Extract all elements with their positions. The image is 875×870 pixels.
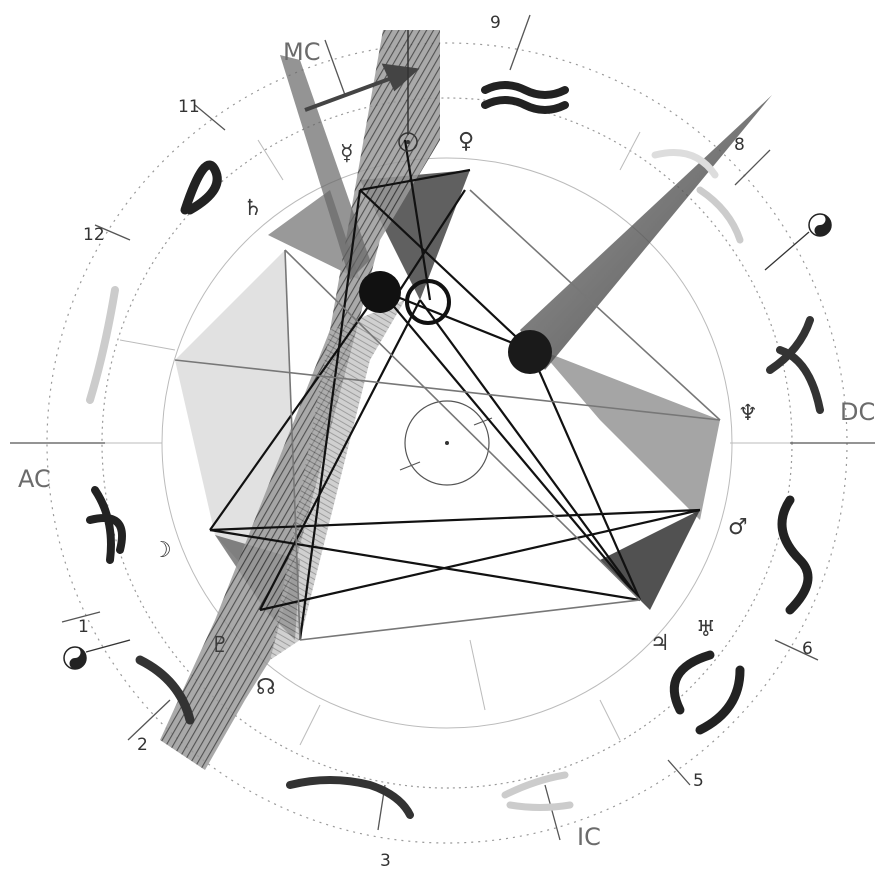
yin-yang-icon-2 bbox=[64, 640, 130, 669]
libra-sign-icon bbox=[140, 660, 190, 720]
capricorn-sign-icon bbox=[185, 165, 217, 210]
sagittarius-sign-icon bbox=[90, 290, 115, 400]
uranus-glyph: ♅ bbox=[696, 617, 716, 642]
house-cusps bbox=[10, 15, 875, 840]
house-number-3: 3 bbox=[380, 851, 391, 870]
ascendant-label: AC bbox=[18, 465, 51, 493]
house-number-2: 2 bbox=[137, 735, 148, 755]
saturn-glyph: ♄ bbox=[243, 196, 263, 221]
house-number-9: 9 bbox=[490, 13, 501, 33]
planet-disc-1 bbox=[359, 271, 401, 313]
venus-glyph: ♀ bbox=[458, 129, 474, 154]
pluto-glyph: ♇ bbox=[210, 633, 230, 658]
neptune-glyph: ♆ bbox=[738, 401, 758, 426]
house-number-6: 6 bbox=[802, 639, 813, 659]
house-number-11: 11 bbox=[178, 97, 200, 117]
leo-sign-icon bbox=[505, 775, 570, 808]
yin-yang-icon bbox=[765, 214, 831, 270]
taurus-sign-icon bbox=[770, 320, 820, 410]
node-glyph: ☊ bbox=[256, 675, 276, 700]
aries-sign-icon bbox=[700, 190, 740, 240]
scorpio-sign-icon bbox=[90, 490, 122, 560]
aquarius-sign-icon bbox=[485, 85, 565, 110]
jupiter-glyph: ♃ bbox=[650, 631, 670, 656]
descendant-label: DC bbox=[840, 398, 875, 426]
house-number-8: 8 bbox=[734, 135, 745, 155]
sun-marker-dot bbox=[406, 140, 410, 144]
planet-disc-3 bbox=[508, 330, 552, 374]
virgo-sign-icon bbox=[290, 780, 410, 815]
mercury-glyph: ☿ bbox=[340, 141, 354, 166]
gemini-sign-icon bbox=[782, 500, 808, 610]
house-number-12: 12 bbox=[83, 225, 105, 245]
moon-glyph: ☽ bbox=[152, 538, 172, 563]
midheaven-label: MC bbox=[283, 38, 320, 66]
cancer-sign-icon bbox=[674, 655, 740, 730]
imum-coeli-label: IC bbox=[577, 823, 601, 851]
house-number-5: 5 bbox=[693, 771, 704, 791]
house-number-1: 1 bbox=[78, 617, 89, 637]
center-dot bbox=[445, 441, 449, 445]
mars-glyph: ♂ bbox=[728, 515, 748, 540]
